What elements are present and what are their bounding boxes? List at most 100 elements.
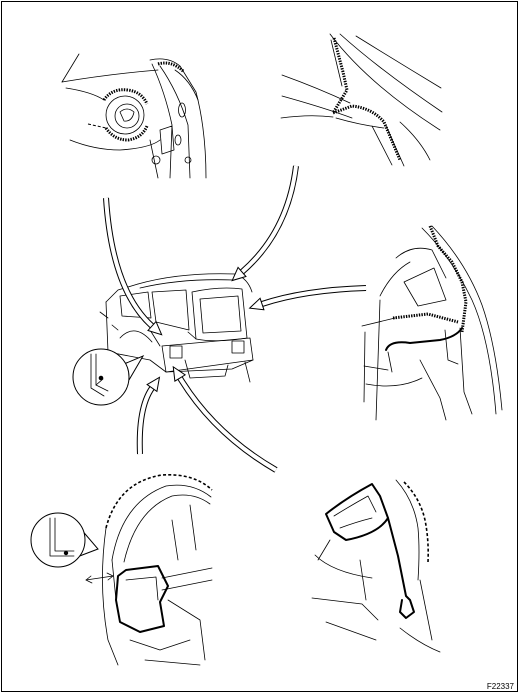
panel-line [375,299,381,421]
arrow-from-quarter-pillar [248,285,367,311]
pillar-inner [159,65,191,179]
body-line [149,329,161,347]
pillar-hole [151,155,161,165]
panel-line [335,117,385,129]
arrow-from-rear-wheelhouse [136,376,161,455]
bracket-line [49,517,75,557]
floor-member [244,361,251,383]
fuel-inlet-neck [119,108,135,122]
back-door-opening [191,287,248,342]
pillar-hole [174,134,182,146]
fuel-filler-detail [61,53,207,179]
arrow-from-wheelhouse-bracket [172,365,278,473]
sealer-point [63,550,69,556]
panel-line [144,659,201,666]
pillar-outer [149,58,207,179]
panel-line [387,351,393,373]
panel-line [359,559,367,601]
rear-lower-panel [161,337,254,373]
panel-line [444,329,459,365]
wheel-arch [119,330,153,343]
body-stub [99,311,109,319]
dimension-arrowhead [106,572,114,581]
front-pillar [105,283,139,303]
panel-line [363,331,366,403]
sealer-bead [392,312,459,324]
sealer-bead [329,37,402,161]
panel-line [363,365,389,371]
panel-opening [403,267,447,307]
panel-line [189,504,197,551]
roof-line [281,74,351,104]
body-line [111,324,119,331]
quarter-panel-surface [65,87,105,101]
sill-line [161,567,213,579]
dimension-arrowhead [85,575,93,584]
bracket-line [90,353,105,397]
pillar-outer [421,227,497,415]
bracket-inner [125,576,159,601]
panel-line [459,327,473,415]
callout-magnifier-upper [72,348,145,406]
sealer-bead [104,125,149,142]
roof-line [280,115,334,119]
sill-line [161,579,213,591]
sealer-bead-dashed [403,481,429,563]
arrow-from-fuel-filler [103,197,163,336]
sealer-leader-dashed [87,123,107,129]
callout-circle [30,512,86,568]
quarter-panel-surface [69,139,161,151]
seam-line [330,39,343,87]
sealer-bead [157,61,186,74]
quarter-panel-top-line [61,69,159,83]
wheelhouse-line [111,484,212,561]
panel-line [171,519,179,561]
roof-pillar-joint-detail [280,33,443,167]
wheelhouse-outer [102,527,119,666]
bracket-inner [333,495,377,517]
callout-magnifier-lower [30,512,99,568]
panel-line [371,125,393,166]
vertical-bracket [387,517,415,619]
panel-line [379,261,411,297]
wheelhouse-bracket-detail [311,479,441,653]
floor-member [184,359,229,379]
wheelhouse-line [123,494,211,563]
bracket-inner [339,517,373,529]
quarter-pillar-detail [361,225,503,421]
panel-line [395,247,447,279]
arrow-from-roof-joint [231,165,299,282]
pillar-inner [151,63,173,179]
fuel-inlet-inner [114,103,140,129]
panel-line [395,479,420,581]
roof-line [281,95,353,119]
sealer-bead [102,88,149,105]
panel-line [311,597,379,621]
roof-outline [137,273,253,293]
figure-id: F22337 [487,682,515,691]
panel-line [365,377,423,387]
lamp-opening [231,340,245,354]
pillar-line [339,33,443,113]
quarter-panel-edge [61,53,80,83]
panel-line [399,121,431,161]
sealer-bead-solid [385,327,463,351]
roof-rail [139,279,235,289]
pillar-line [355,35,442,89]
wheelhouse-bracket [115,565,169,633]
panel-line [314,554,373,579]
panel-line [167,599,206,661]
body-lower [107,351,167,373]
sealer-bead-dashed [105,473,213,529]
pillar-line [329,33,441,131]
body-line [187,331,197,340]
pillar-outer [431,225,503,411]
body-side [105,301,109,353]
panel-line [361,317,396,327]
panel-line [399,627,441,653]
dimension-line [85,575,114,581]
back-door-inner [199,295,242,334]
lamp-opening [169,345,183,359]
